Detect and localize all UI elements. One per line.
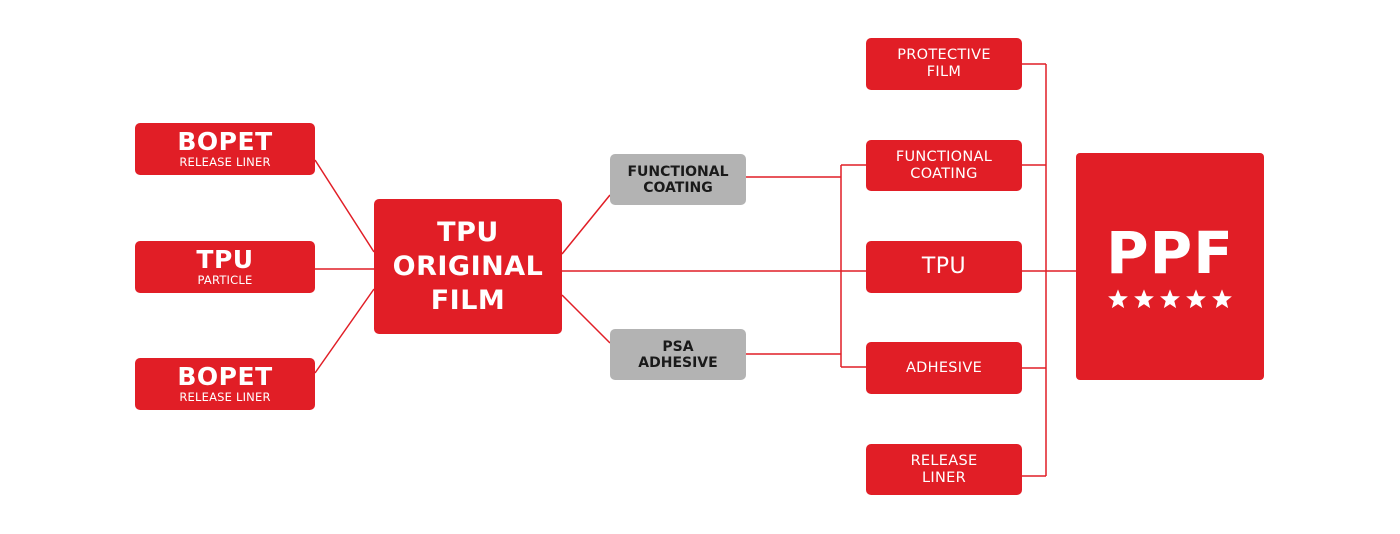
wire-bopet-bottom-to-core bbox=[314, 288, 375, 374]
product-title: PPF bbox=[1106, 218, 1234, 287]
input-subtitle: PARTICLE bbox=[197, 273, 253, 287]
layer-tpu[interactable]: TPU bbox=[866, 241, 1022, 293]
core-line: ORIGINAL bbox=[392, 250, 544, 282]
input-bopet-bottom[interactable]: BOPET RELEASE LINER bbox=[135, 358, 315, 410]
product-ppf[interactable]: PPF bbox=[1076, 153, 1264, 380]
core-line: FILM bbox=[430, 284, 506, 316]
star-icon bbox=[1160, 288, 1180, 308]
process-line: COATING bbox=[643, 179, 713, 196]
star-icon bbox=[1212, 288, 1232, 308]
input-subtitle: RELEASE LINER bbox=[179, 155, 271, 169]
layer-line: RELEASE bbox=[910, 452, 978, 469]
input-title: TPU bbox=[196, 245, 254, 274]
wire-core-to-functional bbox=[561, 194, 611, 255]
input-bopet-top[interactable]: BOPET RELEASE LINER bbox=[135, 123, 315, 175]
star-icon bbox=[1186, 288, 1206, 308]
layer-line: ADHESIVE bbox=[905, 359, 983, 376]
star-icon bbox=[1108, 288, 1128, 308]
layer-adhesive[interactable]: ADHESIVE bbox=[866, 342, 1022, 394]
layer-line: LINER bbox=[922, 469, 966, 486]
layer-line: FUNCTIONAL bbox=[895, 148, 993, 165]
process-psa-adhesive[interactable]: PSA ADHESIVE bbox=[610, 329, 746, 380]
process-line: FUNCTIONAL bbox=[627, 163, 729, 180]
process-line: ADHESIVE bbox=[638, 354, 718, 371]
layer-functional-coating[interactable]: FUNCTIONAL COATING bbox=[866, 140, 1022, 191]
layer-line: PROTECTIVE bbox=[897, 47, 991, 63]
layer-line: TPU bbox=[921, 254, 967, 279]
input-title: BOPET bbox=[177, 362, 273, 391]
wire-bopet-top-to-core bbox=[314, 159, 375, 253]
layer-protective-film[interactable]: PROTECTIVE FILM bbox=[866, 38, 1022, 90]
process-functional-coating[interactable]: FUNCTIONAL COATING bbox=[610, 154, 746, 205]
star-icon bbox=[1134, 288, 1154, 308]
rating-stars bbox=[1107, 288, 1233, 310]
process-line: PSA bbox=[662, 338, 694, 355]
input-tpu-particle[interactable]: TPU PARTICLE bbox=[135, 241, 315, 293]
layer-release-liner[interactable]: RELEASE LINER bbox=[866, 444, 1022, 495]
layer-line: COATING bbox=[910, 165, 978, 182]
layer-line: FILM bbox=[926, 64, 962, 80]
input-title: BOPET bbox=[177, 127, 273, 156]
wire-core-to-psa bbox=[561, 294, 611, 344]
core-line: TPU bbox=[437, 216, 499, 248]
input-subtitle: RELEASE LINER bbox=[179, 390, 271, 404]
core-tpu-original-film[interactable]: TPU ORIGINAL FILM bbox=[374, 199, 562, 334]
